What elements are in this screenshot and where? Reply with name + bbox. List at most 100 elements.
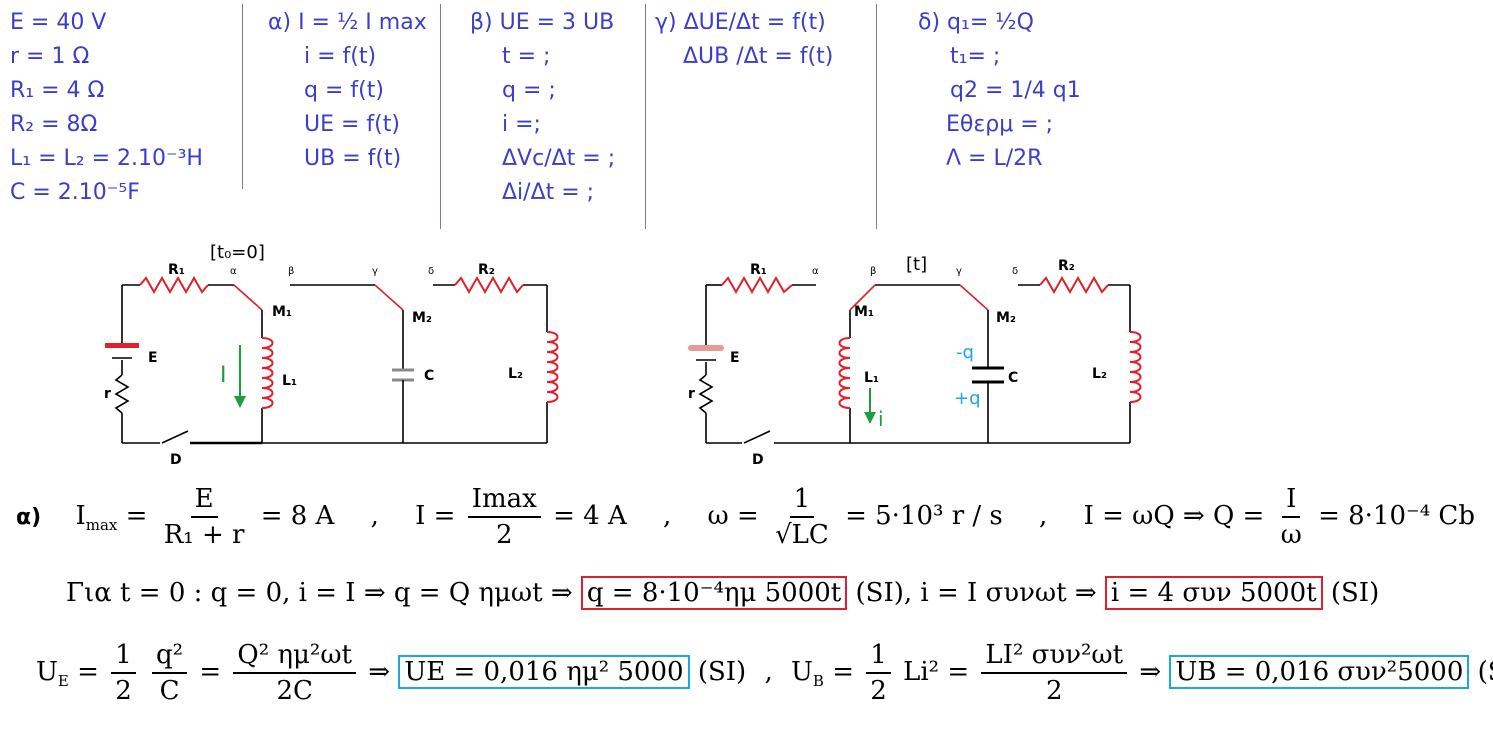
part-c-line: γ) ΔUE/Δt = f(t) [655, 10, 826, 35]
ub-boxed: UB = 0,016 συν²5000 [1169, 655, 1470, 689]
equals: = [199, 657, 222, 687]
implies: ⇒ [368, 657, 391, 687]
label-current-i: i [878, 407, 884, 431]
label-r1: R₁ [168, 262, 185, 278]
inductor-l2 [546, 331, 559, 403]
label-r2: R₂ [478, 262, 495, 278]
label-e: E [148, 350, 158, 366]
si-and-i-expression: (SI), i = I συνωt ⇒ [855, 578, 1097, 608]
given-line: r = 1 Ω [10, 44, 90, 69]
label-r2: R₂ [1058, 258, 1075, 274]
label-m2: M₂ [412, 310, 432, 326]
ue-lhs: UE = [36, 657, 99, 691]
part-d-line: Λ = L/2R [946, 146, 1043, 171]
diagram2-time: [t] [906, 254, 927, 275]
q-of-t-boxed: q = 8·10⁻⁴ημ 5000t [580, 576, 848, 610]
label-beta: β [288, 266, 294, 277]
separator: , [663, 501, 672, 531]
part-d-line: t₁= ; [950, 44, 1001, 69]
omega-fraction: 1√LC [775, 484, 829, 550]
label-alpha: α [812, 266, 819, 277]
i-lhs: I = [415, 501, 456, 531]
part-a-line: UB = f(t) [304, 146, 402, 171]
part-b-line: q = ; [502, 78, 556, 103]
label-beta: β [870, 266, 876, 277]
inductor-l1 [261, 337, 274, 409]
part-d-line: Eθερμ = ; [946, 112, 1054, 137]
solution-label: α) [16, 505, 42, 530]
part-b-title: β) UE = 3 UB [470, 10, 615, 35]
label-r: r [688, 386, 695, 402]
circuit-diagram-1 [114, 284, 548, 445]
part-b-line: t = ; [502, 44, 551, 69]
solution-line-2: Για t = 0 : q = 0, i = I ⇒ q = Q ημωt ⇒ … [66, 576, 1380, 610]
diagram1-time: [t₀=0] [210, 242, 265, 263]
part-d: δ) q₁= ½Q t₁= ; q2 = 1/4 q1 Eθερμ = ; Λ … [918, 6, 1081, 176]
column-divider [876, 4, 877, 229]
label-r: r [104, 386, 111, 402]
label-c: C [1008, 370, 1018, 386]
si-unit: (SI) [1477, 657, 1493, 687]
label-delta: δ [428, 266, 434, 277]
label-c: C [424, 368, 434, 384]
inductor-l1 [838, 337, 851, 409]
inductor-l2 [1129, 331, 1142, 403]
label-l1: L₁ [282, 373, 297, 389]
column-divider [440, 4, 441, 229]
label-l2: L₂ [1092, 366, 1107, 382]
part-d-line: q2 = 1/4 q1 [950, 78, 1081, 103]
resistor-r1 [721, 275, 793, 295]
given-line: C = 2.10⁻⁵F [10, 180, 140, 205]
part-b-line: Δi/Δt = ; [502, 180, 595, 205]
omega-result: = 5·10³ r / s [845, 501, 1003, 531]
column-divider [645, 4, 646, 229]
ub-lhs: UB = [790, 657, 854, 691]
omega-lhs: ω = [707, 501, 759, 531]
part-b-line: i =; [502, 112, 541, 137]
circuit-diagrams: [t₀=0] R₁ α β γ δ R₂ M₁ M₂ E r L₁ L₂ C D… [104, 242, 1142, 468]
part-b: β) UE = 3 UB t = ; q = ; i =; ΔVc/Δt = ;… [470, 6, 615, 210]
separator: , [1039, 501, 1048, 531]
part-a-line: UE = f(t) [304, 112, 400, 137]
part-b-line: ΔVc/Δt = ; [502, 146, 616, 171]
given-values: E = 40 V r = 1 Ω R₁ = 4 Ω R₂ = 8Ω L₁ = L… [10, 6, 203, 210]
part-c: γ) ΔUE/Δt = f(t) ΔUB /Δt = f(t) [655, 6, 833, 74]
imax-symbol: Imax = [75, 501, 148, 535]
given-line: R₁ = 4 Ω [10, 78, 105, 103]
equals: = [947, 657, 970, 687]
i-of-t-boxed: i = 4 συν 5000t [1104, 576, 1323, 610]
label-plus-q: +q [954, 388, 981, 409]
separator: , [370, 501, 379, 531]
part-a-title: α) I = ½ I max [268, 10, 427, 35]
label-current-I: I [220, 363, 227, 388]
resistor-r2 [454, 275, 524, 295]
label-m1: M₁ [854, 304, 874, 320]
part-a-line: q = f(t) [304, 78, 384, 103]
implies: ⇒ [1139, 657, 1162, 687]
label-gamma: γ [956, 266, 962, 277]
si-unit: (SI) [1330, 578, 1380, 608]
circuit-diagram-2 [698, 284, 1131, 444]
initial-conditions: Για t = 0 : q = 0, i = I ⇒ q = Q ημωt ⇒ [66, 578, 573, 608]
given-line: L₁ = L₂ = 2.10⁻³H [10, 146, 203, 171]
part-d-title: δ) q₁= ½Q [918, 10, 1034, 35]
li-squared: Li² [903, 657, 940, 687]
battery-plate [688, 345, 724, 351]
q-result: = 8·10⁻⁴ Cb [1318, 501, 1475, 531]
label-l2: L₂ [508, 366, 523, 382]
label-e: E [730, 350, 740, 366]
part-c-line: ΔUB /Δt = f(t) [683, 44, 834, 69]
given-line: R₂ = 8Ω [10, 112, 98, 137]
label-d: D [752, 452, 764, 468]
label-m1: M₁ [272, 304, 292, 320]
column-divider [242, 4, 243, 189]
